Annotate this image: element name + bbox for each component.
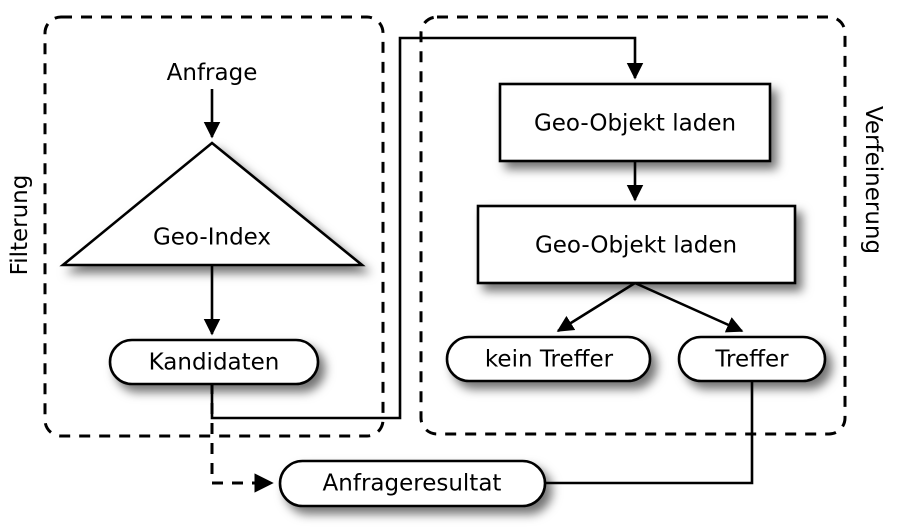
node-geo-objekt-laden-2[interactable]: Geo-Objekt laden [476,204,797,285]
node-kein-treffer-label: kein Treffer [485,347,614,373]
node-kandidaten[interactable]: Kandidaten [108,338,320,386]
panel-verfeinerung: Verfeinerung [419,15,886,436]
node-geo-index-shape[interactable] [59,141,366,267]
panel-verfeinerung-border [419,15,847,436]
node-geo-objekt-laden-2-label: Geo-Objekt laden [535,233,737,259]
node-kandidaten-label: Kandidaten [149,350,280,376]
node-anfrageresultat-label: Anfrageresultat [323,471,502,497]
node-anfrage-label: Anfrage [167,60,258,86]
node-geo-objekt-laden-1-shape[interactable] [498,82,772,163]
node-geo-objekt-laden-1[interactable]: Geo-Objekt laden [498,82,772,163]
node-geo-index-label: Geo-Index [153,225,271,251]
node-geo-objekt-laden-1-label: Geo-Objekt laden [534,111,736,137]
edge-kandidaten-to-anfrageresultat [210,383,274,493]
edge-geoobjekt2-to-treffer [634,281,744,333]
node-anfrageresultat-shape[interactable] [278,459,547,508]
node-geo-index[interactable]: Geo-Index [59,141,366,267]
node-anfrageresultat[interactable]: Anfrageresultat [278,459,547,508]
panel-filterung-border [43,15,385,438]
node-kandidaten-shape[interactable] [108,338,320,386]
node-kein-treffer-shape[interactable] [445,335,652,383]
edge-treffer-to-anfrageresultat [545,379,754,485]
panel-filterung: Filterung [7,15,385,438]
node-anfrage: Anfrage [167,60,258,86]
node-kein-treffer[interactable]: kein Treffer [445,335,652,383]
edge-geoobjekt2-to-kein-treffer [556,281,636,333]
panel-filterung-label: Filterung [7,175,33,276]
node-geo-objekt-laden-2-shape[interactable] [476,204,797,285]
node-treffer-label: Treffer [714,347,789,373]
node-treffer-shape[interactable] [677,335,827,383]
panel-verfeinerung-label: Verfeinerung [860,106,886,254]
node-treffer[interactable]: Treffer [677,335,827,383]
